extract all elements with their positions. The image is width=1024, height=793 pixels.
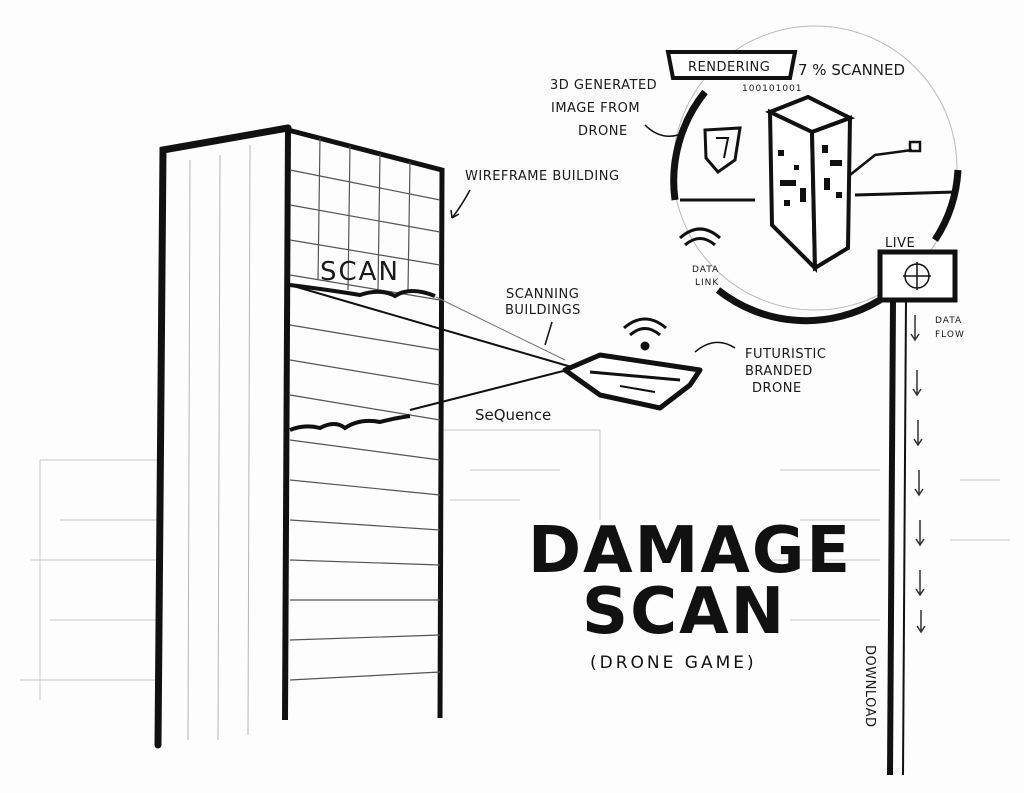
drone-label-3: DRONE xyxy=(752,381,802,396)
binary-readout: 100101001 xyxy=(742,84,803,94)
data-flow-arrows xyxy=(910,315,926,634)
data-link-wifi-icon xyxy=(678,227,722,247)
generated-label-3: DRONE xyxy=(578,124,628,139)
hud-circle xyxy=(670,25,962,325)
scan-label: SCAN xyxy=(320,257,400,287)
live-monitor: LIVE xyxy=(877,236,958,776)
percent-scanned-label: 7 % SCANNED xyxy=(798,61,905,79)
title-line-2: SCAN xyxy=(582,575,786,649)
wifi-signal-icon xyxy=(623,317,667,351)
rendering-label: RENDERING xyxy=(688,60,770,75)
wireframe-building: SCAN xyxy=(154,124,445,749)
title-line-1: DAMAGE xyxy=(528,514,852,588)
drone xyxy=(562,317,703,411)
data-link-label-2: LINK xyxy=(695,278,719,288)
scan-beams xyxy=(289,284,576,411)
crosshair-icon xyxy=(903,262,931,290)
scanning-label-2: BUILDINGS xyxy=(505,303,581,318)
data-flow-label-1: DATA xyxy=(935,316,962,326)
data-link-label-1: DATA xyxy=(692,265,719,275)
live-label: LIVE xyxy=(885,236,915,251)
generated-label-1: 3D GENERATED xyxy=(550,78,657,93)
wireframe-building-label: WIREFRAME BUILDING xyxy=(465,169,620,184)
background-city xyxy=(20,429,1010,700)
sequence-label: SeQuence xyxy=(475,406,551,424)
download-label: DOWNLOAD xyxy=(862,645,877,728)
title-subtitle: (DRONE GAME) xyxy=(590,653,757,673)
rendering-badge: RENDERING xyxy=(665,50,798,80)
shield-icon xyxy=(703,126,742,175)
scanning-label-1: SCANNING xyxy=(506,287,579,302)
generated-label-2: IMAGE FROM xyxy=(551,101,640,116)
3d-building-model xyxy=(764,94,922,273)
drone-label-1: FUTURISTIC xyxy=(745,347,826,362)
drone-label-2: BRANDED xyxy=(745,364,813,379)
data-flow-label-2: FLOW xyxy=(935,330,965,340)
